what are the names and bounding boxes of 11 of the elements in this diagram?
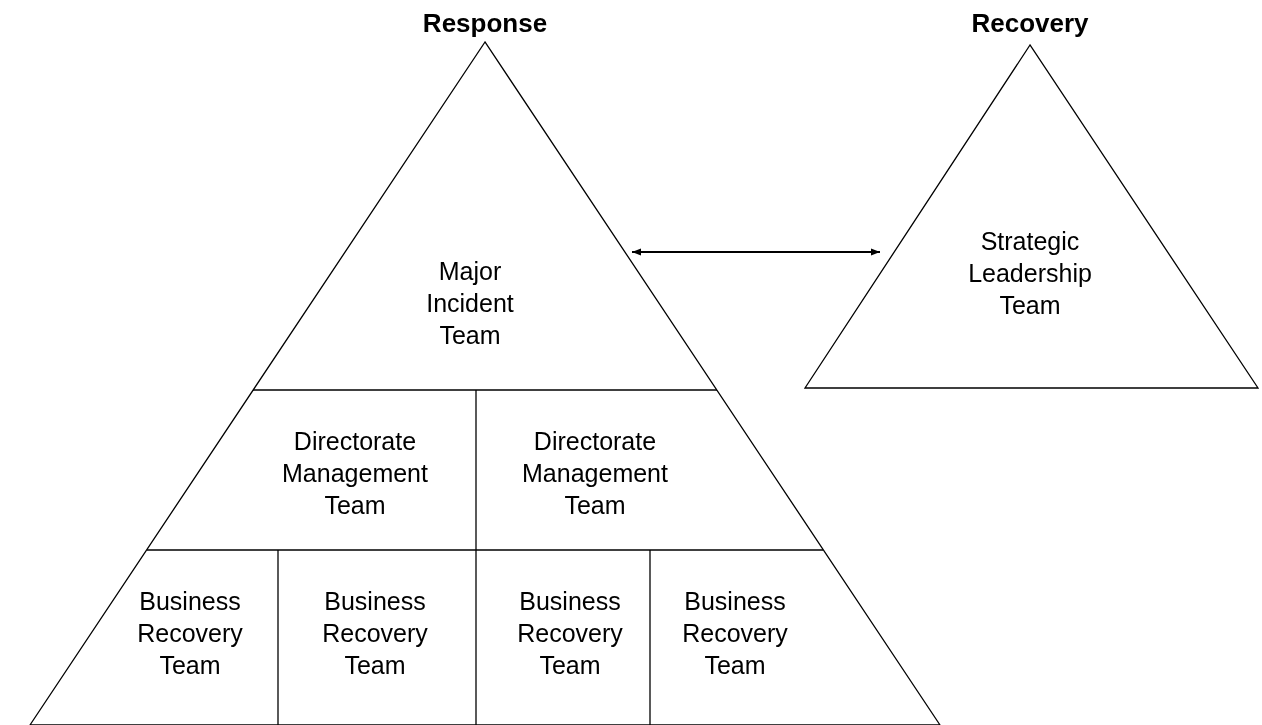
team-label: Business Recovery Team <box>660 585 810 681</box>
heading: Recovery <box>970 8 1090 38</box>
double-arrow <box>631 248 881 256</box>
team-label: Business Recovery Team <box>300 585 450 681</box>
team-label: Business Recovery Team <box>495 585 645 681</box>
team-label: Directorate Management Team <box>495 425 695 521</box>
team-label: Strategic Leadership Team <box>967 226 1093 321</box>
team-label: Major Incident Team <box>405 255 535 351</box>
team-label: Directorate Management Team <box>255 425 455 521</box>
heading: Response <box>421 8 549 38</box>
team-label: Business Recovery Team <box>115 585 265 681</box>
